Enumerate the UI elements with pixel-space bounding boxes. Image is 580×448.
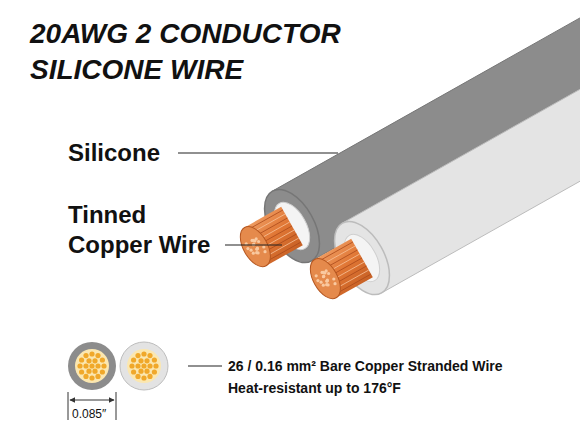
strand-dot [131,357,136,362]
strand-dot [95,353,100,358]
strand-dot [135,363,140,368]
strand-dot [77,363,82,368]
strand-ends [304,254,347,304]
strand-dot [141,363,146,368]
part-label: Tinned Copper Wire [68,200,228,260]
strand-dot [249,249,252,252]
strand-dot [326,283,329,286]
title: 20AWG 2 CONDUCTOR SILICONE WIRE [30,16,370,88]
strand-dot [135,353,140,358]
dimension-label: 0.085″ [72,406,106,422]
strand-dot [320,271,323,274]
strand-dot [332,277,335,280]
leader-line [225,244,282,245]
leader-line [188,365,222,366]
strand-dot [319,281,322,284]
strand-dot [89,351,94,356]
conductor-section [75,349,109,383]
strand-ends [234,222,277,272]
strand-dot [250,239,253,242]
strand-dot [79,357,84,362]
strand-dot [255,237,258,240]
strand-dot [333,282,336,285]
strand-dot [252,252,255,255]
spec-note: Heat-resistant up to 176°F [228,379,401,397]
strand-dot [256,247,259,250]
strand-dot [144,358,149,363]
strand-dot [86,369,91,374]
strand-dot [101,363,106,368]
strand-dot [315,274,318,277]
strand-dot [147,363,152,368]
strand-dot [100,357,105,362]
strand-dot [83,363,88,368]
jacket-section [120,342,168,390]
dimension-line [70,400,114,401]
strand-dot [92,358,97,363]
strand-dot [83,374,88,379]
strand-dot [95,363,100,368]
strand-dot [322,275,325,278]
strand-dot [152,357,157,362]
dimension-line [68,392,69,420]
strand-dot [246,247,249,250]
strand-dot [138,358,143,363]
spec-note: 26 / 0.16 mm² Bare Copper Stranded Wire [228,357,503,375]
strand-dot [153,363,158,368]
strand-dot [325,269,328,272]
strand-dot [327,272,330,275]
strand-dot [138,369,143,374]
strand-dot [147,353,152,358]
strand-dot [135,374,140,379]
strand-dot [129,363,134,368]
strand-dot [141,375,146,380]
strand-dot [262,245,265,248]
strand-dot [131,369,136,374]
strand-dot [95,374,100,379]
cross-section-group [68,342,168,390]
strand-dot [322,284,325,287]
strand-dot [256,251,259,254]
strand-dot [92,369,97,374]
strand-dot [79,369,84,374]
conductor-section [127,349,161,383]
strand-dot [257,240,260,243]
strand-dot [152,369,157,374]
strand-dot [100,369,105,374]
strand-dot [89,363,94,368]
strand-dot [141,351,146,356]
strand-dot [147,374,152,379]
strand-dot [322,275,325,278]
dimension-line [116,392,117,420]
strand-dot [316,279,319,282]
strand-dot [144,369,149,374]
leader-line [178,152,338,153]
part-label: Silicone [68,138,160,168]
strand-dot [326,279,329,282]
strand-dot [83,353,88,358]
strand-dot [326,279,329,282]
jacket-section [68,342,116,390]
strand-dot [263,250,266,253]
strand-dot [86,358,91,363]
strand-dot [256,247,259,250]
strand-dot [89,375,94,380]
